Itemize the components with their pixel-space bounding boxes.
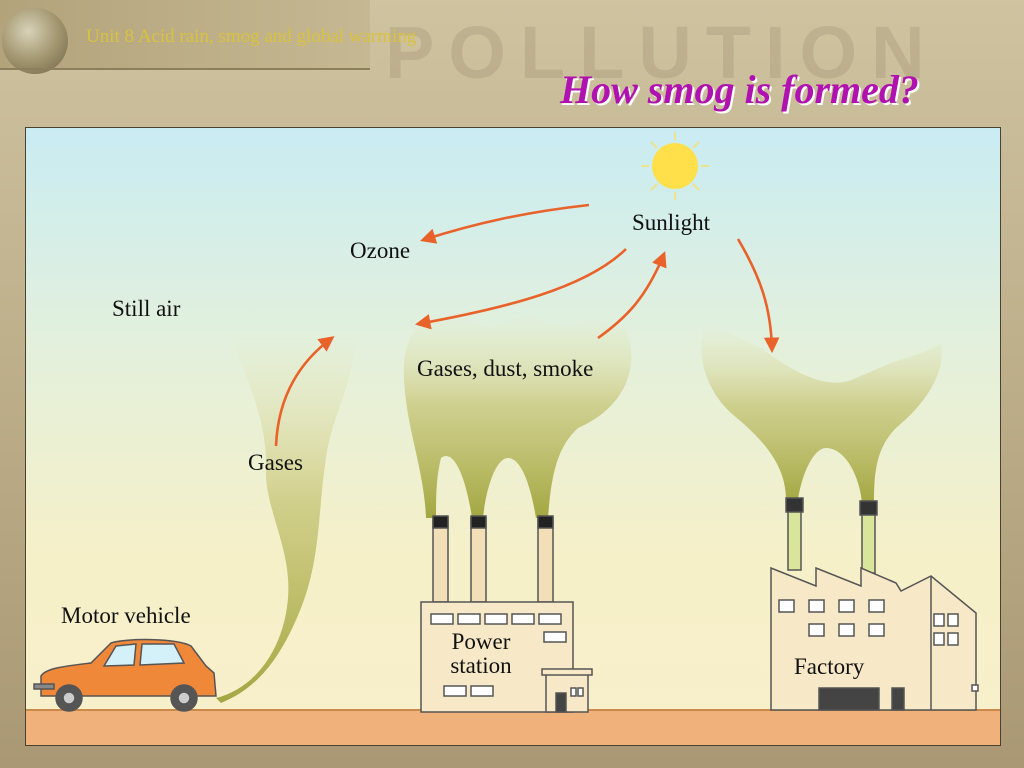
label-gases-dust-smoke: Gases, dust, smoke	[417, 356, 594, 381]
factory-building	[770, 497, 979, 711]
factory-plume	[701, 323, 942, 503]
label-power-station: Power station	[435, 630, 527, 678]
slide-title: How smog is formed?	[560, 67, 919, 112]
arrow-gases-to-sunlight	[597, 251, 667, 340]
process-arrows	[274, 203, 780, 447]
arrow-gases-up	[274, 336, 335, 447]
power-station-plume	[403, 313, 632, 518]
label-ozone: Ozone	[350, 238, 411, 263]
car-exhaust-plume	[216, 333, 356, 703]
pollution-background-word: POLLUTION	[385, 11, 939, 94]
power-station-building	[420, 515, 593, 713]
arrow-sunlight-to-factory	[736, 238, 780, 354]
car-icon	[33, 638, 217, 712]
unit-title: Unit 8 Acid rain, smog and global warmin…	[86, 26, 417, 47]
diagram-illustration	[26, 132, 1000, 745]
label-motor-vehicle: Motor vehicle	[61, 603, 191, 628]
label-factory: Factory	[794, 654, 865, 679]
arrow-gases-to-still-air	[414, 248, 627, 330]
sun-icon	[641, 132, 709, 200]
smog-diagram: Sunlight Ozone Still air Gases, dust, sm…	[25, 127, 1001, 746]
arrow-sunlight-to-ozone	[420, 203, 590, 244]
label-power-station-line1: Power	[451, 629, 511, 654]
label-gases: Gases	[248, 450, 303, 475]
label-power-station-line2: station	[450, 653, 512, 678]
label-still-air: Still air	[112, 296, 181, 321]
ground	[26, 710, 1000, 745]
globe-icon	[2, 8, 68, 74]
label-sunlight: Sunlight	[632, 210, 710, 235]
header-divider	[0, 68, 370, 70]
